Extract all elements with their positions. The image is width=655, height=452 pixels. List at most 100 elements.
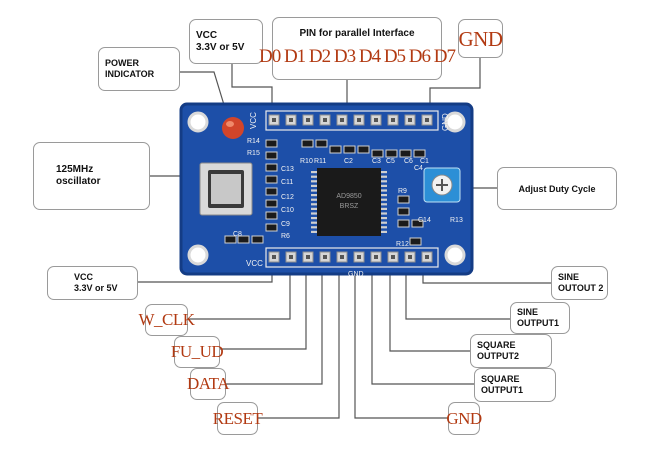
smd-component	[265, 211, 278, 220]
smd-component	[329, 145, 342, 154]
passive-components	[224, 139, 426, 246]
silk-label-c13: C13	[281, 166, 294, 173]
leader-reset	[258, 262, 340, 419]
chip-pin	[381, 203, 387, 206]
smd-component	[237, 235, 250, 244]
chip-pin	[381, 180, 387, 183]
mount-hole-tr	[444, 111, 466, 133]
chip-pins	[311, 171, 387, 233]
silk-bottom-gnd: GND	[348, 271, 364, 278]
smd-component	[265, 223, 278, 232]
chip-pin	[311, 226, 317, 229]
silk-top-vcc: VCC	[249, 112, 258, 129]
silk-label-c14: C14	[418, 217, 431, 224]
chip-pin	[381, 189, 387, 192]
silk-label-c10: C10	[281, 207, 294, 214]
gnd-bottom-label: GND	[446, 402, 482, 435]
smd-component	[409, 237, 422, 246]
chip-pin	[381, 175, 387, 178]
bottom-pin-row	[268, 251, 433, 263]
mount-hole-br	[444, 244, 466, 266]
silk-label-c3: C3	[372, 158, 381, 165]
leader-square1	[371, 262, 474, 385]
adjust-duty-cycle-label: Adjust Duty Cycle	[497, 167, 617, 210]
chip-pin	[381, 217, 387, 220]
data-label: DATA	[187, 368, 229, 400]
silk-label-c6: C6	[404, 158, 413, 165]
chip-pin	[311, 217, 317, 220]
silk-label-c9: C9	[281, 221, 290, 228]
bottom-header-outline	[265, 247, 439, 268]
silk-label-c11: C11	[281, 179, 293, 186]
smd-component	[399, 149, 412, 158]
silk-label-c1: C1	[420, 158, 429, 165]
chip-marking-1: AD9850	[336, 193, 361, 200]
smd-component	[315, 139, 328, 148]
chip-pin	[311, 184, 317, 187]
leader-gnd-bottom	[354, 262, 448, 419]
smd-component	[397, 195, 410, 204]
mount-hole-bl	[187, 244, 209, 266]
leader-wclk	[188, 262, 291, 320]
chip-pin	[381, 212, 387, 215]
chip-pin	[311, 180, 317, 183]
silk-label-r10: R10	[300, 158, 313, 165]
chip-pin	[311, 203, 317, 206]
silk-label-r14: R14	[247, 138, 260, 145]
smd-component	[265, 199, 278, 208]
chip-marking-2: BRSZ	[340, 203, 359, 210]
top-header-outline	[265, 110, 439, 131]
smd-component	[397, 219, 410, 228]
smd-component	[265, 139, 278, 148]
silk-top-gnd: GND	[441, 113, 450, 131]
smd-component	[301, 139, 314, 148]
smd-component	[385, 149, 398, 158]
silk-label-c12: C12	[281, 194, 294, 201]
mount-hole-tl	[187, 111, 209, 133]
chip-pin	[311, 189, 317, 192]
top-pin-row	[268, 114, 433, 126]
chip-pin	[381, 184, 387, 187]
smd-component	[411, 219, 424, 228]
silk-label-c2: C2	[344, 158, 353, 165]
chip-pin	[381, 230, 387, 233]
chip-pin	[381, 198, 387, 201]
chip-pin	[311, 221, 317, 224]
chip-pin	[381, 171, 387, 174]
silk-label-r15: R15	[247, 150, 260, 157]
chip-pin	[381, 207, 387, 210]
smd-component	[413, 149, 426, 158]
chip-pin	[311, 198, 317, 201]
parallel-interface-label: PIN for parallel Interface D0 D1 D2 D3 D…	[259, 17, 456, 80]
smd-component	[265, 151, 278, 160]
smd-component	[265, 187, 278, 196]
silk-label-r13: R13	[450, 217, 463, 224]
chip-pin	[381, 194, 387, 197]
silk-label-c5: C5	[386, 158, 395, 165]
power-led	[222, 117, 244, 139]
chip-pin	[381, 221, 387, 224]
leader-sine1	[405, 262, 510, 320]
chip-pin	[311, 212, 317, 215]
leader-fuud	[220, 262, 307, 350]
smd-component	[251, 235, 264, 244]
w-clk-label: W_CLK	[138, 304, 195, 336]
parallel-interface-title: PIN for parallel Interface	[299, 28, 415, 39]
smd-component	[265, 175, 278, 184]
fu-ud-label: FU_UD	[171, 336, 224, 368]
smd-component	[397, 207, 410, 216]
smd-component	[224, 235, 237, 244]
chip-pin	[311, 207, 317, 210]
